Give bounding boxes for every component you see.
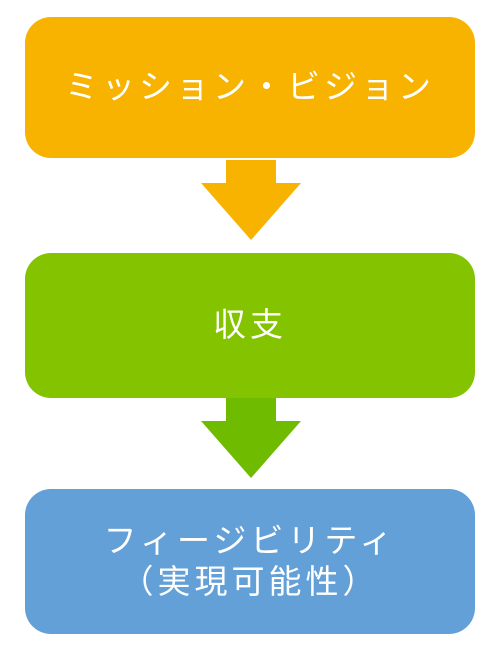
step-label: フィージビリティ	[103, 521, 397, 561]
step-sublabel: （実現可能性）	[120, 561, 380, 601]
step-label: 収支	[213, 305, 287, 345]
down-arrow-icon	[201, 398, 301, 478]
down-arrow-icon	[201, 160, 301, 240]
step-feasibility: フィージビリティ （実現可能性）	[25, 489, 475, 634]
step-label: ミッション・ビジョン	[65, 67, 435, 107]
step-income-expenditure: 収支	[25, 253, 475, 398]
step-mission-vision: ミッション・ビジョン	[25, 17, 475, 158]
